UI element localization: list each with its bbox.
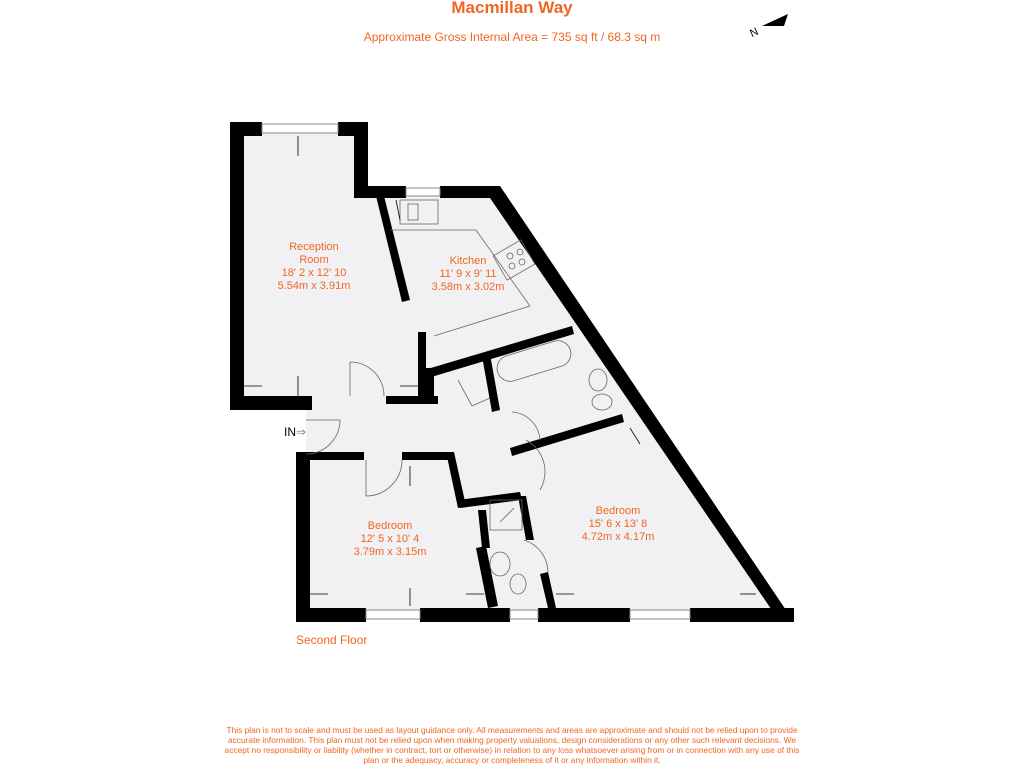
entrance-text: IN <box>284 425 296 439</box>
doors <box>305 361 549 573</box>
disclaimer: This plan is not to scale and must be us… <box>224 725 800 765</box>
room-imperial: 15' 6 x 13' 8 <box>588 518 648 530</box>
entrance-arrow-icon: ⇒ <box>296 425 307 439</box>
room-metric: 3.58m x 3.02m <box>431 281 505 293</box>
room-kitchen: Kitchen 11' 9 x 9' 11 3.58m x 3.02m <box>420 255 516 294</box>
room-metric: 4.72m x 4.17m <box>581 531 655 543</box>
room-imperial: 18' 2 x 12' 10 <box>281 267 347 279</box>
room-imperial: 12' 5 x 10' 4 <box>360 533 420 545</box>
north-arrow-icon: N <box>748 14 788 38</box>
room-metric: 3.79m x 3.15m <box>353 546 427 558</box>
room-bedroom-1: Bedroom 12' 5 x 10' 4 3.79m x 3.15m <box>342 520 438 559</box>
room-name: Kitchen <box>449 255 487 267</box>
room-name: Reception <box>289 241 339 253</box>
fixtures <box>390 199 613 595</box>
room-reception: Reception Room 18' 2 x 12' 10 5.54m x 3.… <box>266 241 362 293</box>
room-metric: 5.54m x 3.91m <box>277 280 351 292</box>
entrance-label: IN⇒ <box>284 425 306 439</box>
room-imperial: 11' 9 x 9' 11 <box>439 268 497 280</box>
gross-area: Approximate Gross Internal Area = 735 sq… <box>363 30 661 44</box>
plan-title: Macmillan Way <box>451 0 573 17</box>
room-bedroom-2: Bedroom 15' 6 x 13' 8 4.72m x 4.17m <box>568 505 668 544</box>
interior-walls <box>310 196 624 608</box>
floor-area <box>236 128 788 618</box>
room-name-line2: Room <box>299 254 329 266</box>
windows <box>261 123 691 620</box>
room-name: Bedroom <box>367 520 413 532</box>
room-name: Bedroom <box>595 505 641 517</box>
exterior-walls <box>230 122 794 622</box>
dimension-arrows <box>244 136 756 606</box>
floor-label: Second Floor <box>296 633 368 647</box>
